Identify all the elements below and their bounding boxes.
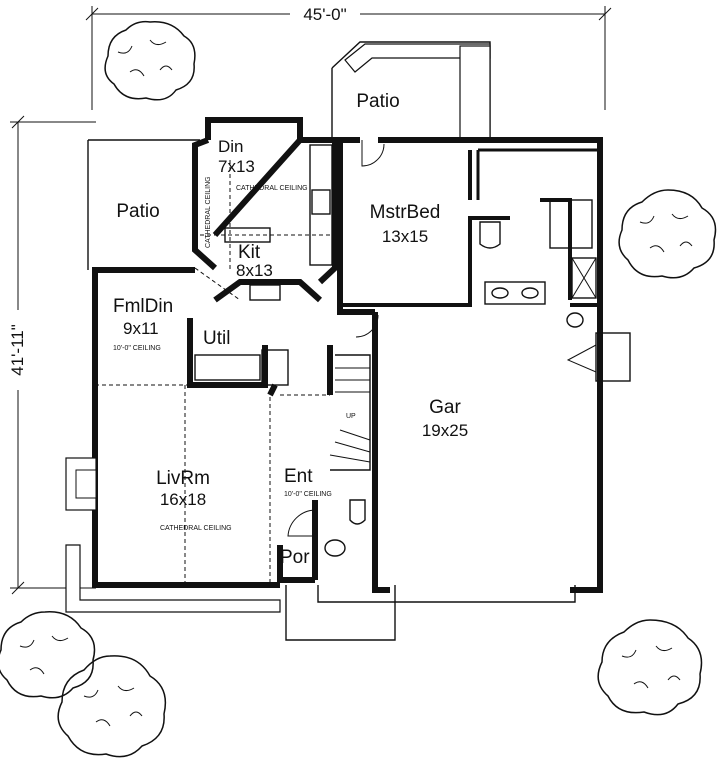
utility-name: Util [203, 328, 230, 349]
top-patio [331, 41, 491, 141]
master-bedroom-name: MstrBed [370, 202, 441, 223]
width-dimension-label: 45'-0" [303, 5, 346, 24]
master-bedroom-size: 13x15 [382, 227, 428, 246]
patio-left-name: Patio [116, 201, 159, 222]
front-walk [65, 544, 576, 641]
stairs-up-label: UP [346, 413, 356, 420]
kitchen-size: 8x13 [236, 261, 273, 280]
entry-ceiling-note: 10'-0" CEILING [284, 491, 332, 498]
garage-size: 19x25 [422, 421, 468, 440]
dining-name: Din [218, 137, 244, 156]
depth-dimension-label: 41'-11" [8, 324, 27, 376]
kitchen-counters [224, 144, 333, 301]
staircase: UP [329, 354, 371, 471]
depth-dimension-line: 41'-11" [8, 115, 96, 595]
dining-size: 7x13 [218, 157, 255, 176]
kitchen-ceiling-note: CATHEDRAL CEILING [205, 176, 212, 248]
exterior-walls [92, 117, 603, 593]
living-room-size: 16x18 [160, 490, 206, 509]
patio-top-name: Patio [356, 91, 399, 112]
entry-name: Ent [284, 466, 313, 487]
living-room-name: LivRm [156, 468, 210, 489]
tree-top-left [104, 20, 196, 101]
tree-bottom-left-1 [0, 611, 96, 699]
opening-lines [95, 160, 330, 585]
tree-bottom-left-2 [57, 655, 167, 758]
bathroom-fixtures [324, 199, 597, 557]
door-swings [287, 140, 631, 537]
porch-name: Por [280, 547, 310, 568]
family-dining-ceiling-note: 10'-0" CEILING [113, 345, 161, 352]
interior-walls [340, 148, 598, 307]
family-dining-size: 9x11 [123, 319, 159, 338]
room-labels: Patio Patio Din 7x13 CATHEDRAL CEILING K… [113, 91, 468, 568]
utility-fixtures [194, 349, 289, 386]
family-dining-name: FmlDin [113, 296, 173, 317]
left-patio [87, 139, 200, 270]
tree-bottom-right [597, 619, 703, 716]
living-room-ceiling-note: CATHEDRAL CEILING [160, 525, 232, 532]
width-dimension-line: 45'-0" [85, 4, 612, 110]
tree-right [618, 189, 717, 279]
fireplace [65, 457, 97, 511]
dining-ceiling-note: CATHEDRAL CEILING [236, 185, 308, 192]
garage-name: Gar [429, 397, 461, 418]
kitchen-name: Kit [238, 242, 261, 263]
